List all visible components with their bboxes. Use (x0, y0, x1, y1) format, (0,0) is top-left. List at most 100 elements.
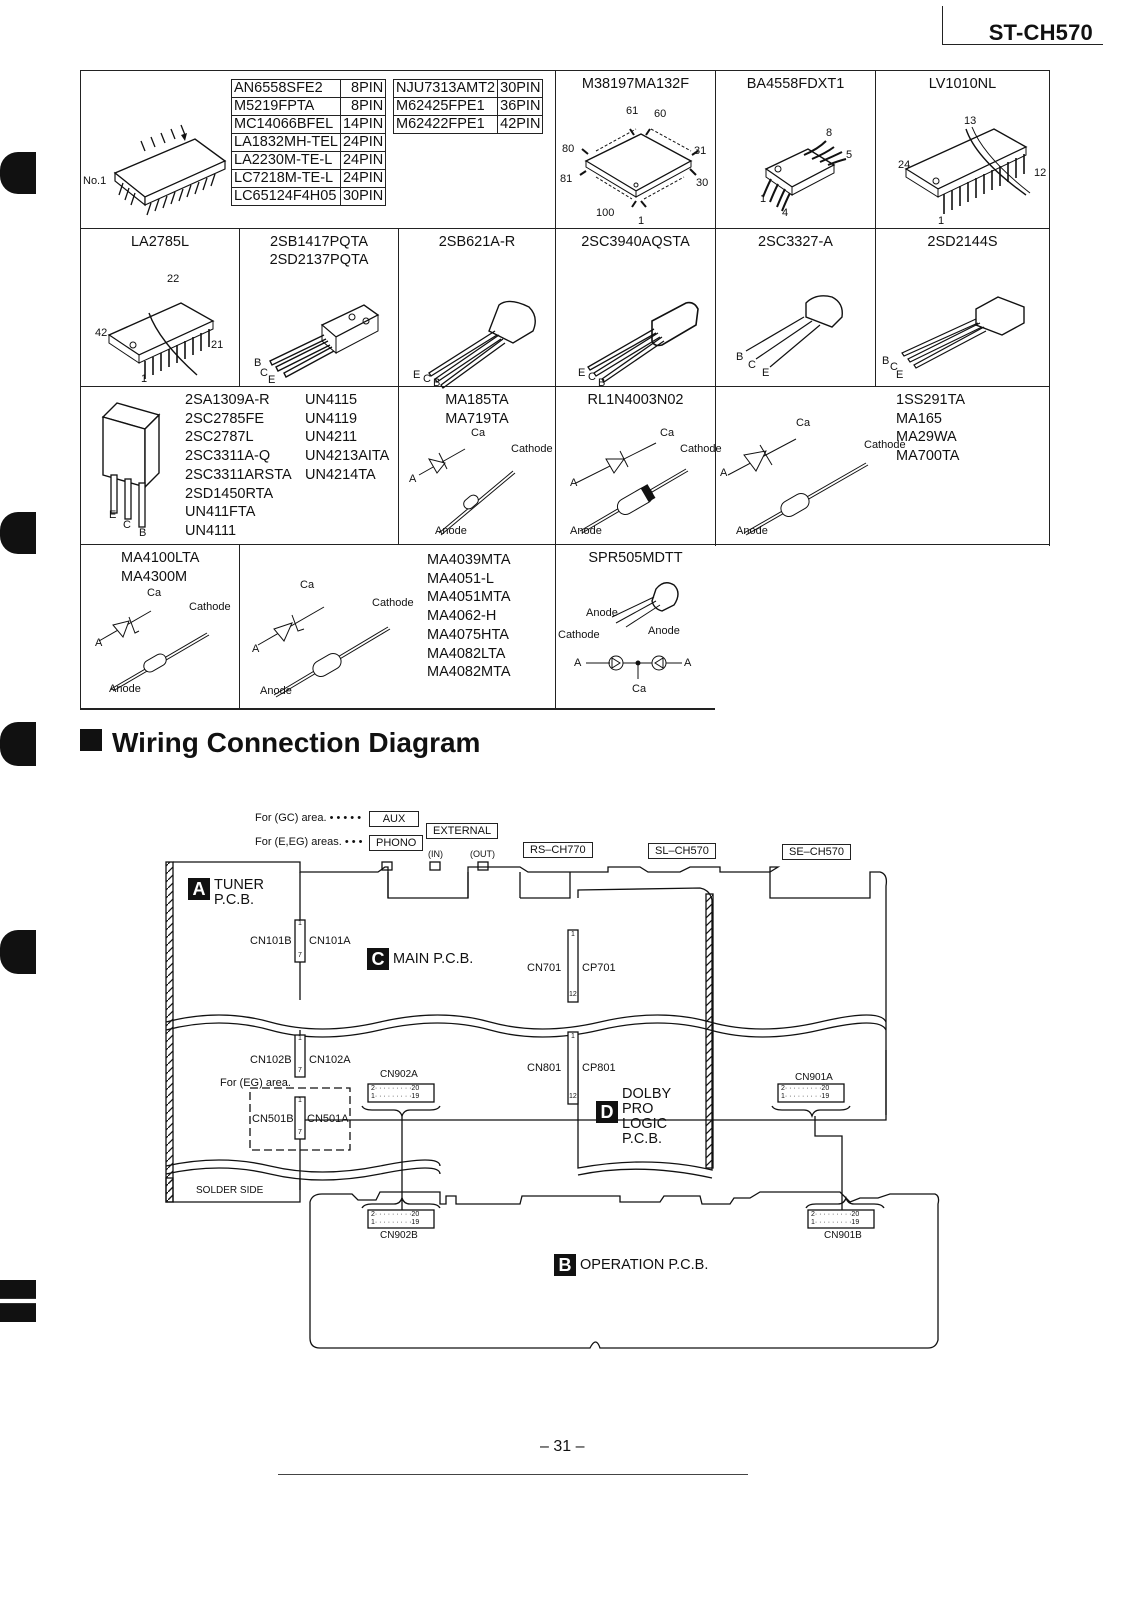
ic-part-number: LA1832MH-TEL (231, 133, 341, 152)
pin-number: 1 (298, 1097, 302, 1104)
ic-part-number: NJU7313AMT2 (392, 79, 499, 98)
sip-transistor-drawing (101, 402, 161, 528)
binder-hole (0, 152, 36, 194)
binder-hole (0, 722, 36, 766)
board-name-line: TUNER (214, 877, 264, 893)
part-title: MA4100LTA MA4300M (121, 549, 199, 586)
lead-label: E (896, 369, 904, 381)
diode-drawing (727, 438, 869, 536)
led-drawing (586, 582, 682, 679)
cn901a-label: CN901A (795, 1072, 833, 1083)
lead-label: E (762, 367, 770, 379)
part-number: 2SC2787L (185, 429, 254, 446)
cn102b-label: CN102B (250, 1054, 292, 1066)
external-label: EXTERNAL (426, 823, 499, 839)
ic-part-number: MC14066BFEL (231, 115, 341, 134)
footer-rule (278, 1474, 748, 1475)
zener-cell-ma4100: MA4100LTA MA4300M Ca Cathode A Anode (81, 545, 240, 709)
pin-number: 7 (298, 1129, 302, 1136)
cathode-label: Cathode (372, 597, 414, 609)
a-label: A (409, 473, 417, 485)
a-label: A (720, 467, 728, 479)
ic-cell-m38197: M38197MA132F 61 60 80 31 81 30 100 1 (556, 71, 716, 229)
pin-row: 1· · · · · · · · ·19 (371, 1219, 420, 1226)
pin-label: 81 (560, 173, 573, 185)
cathode-label: Cathode (189, 601, 231, 613)
pin-label: 1 (141, 373, 148, 385)
aux-label: AUX (369, 811, 419, 827)
part-number: UN4211 (305, 429, 358, 446)
lead-label: B (433, 377, 441, 389)
anode-label: Anode (109, 683, 141, 695)
ic-pin-count: 8PIN (339, 79, 387, 98)
page-number: – 31 – (540, 1438, 585, 1455)
part-title: 2SC3940AQSTA (581, 234, 690, 250)
board-name: OPERATION P.C.B. (580, 1257, 709, 1273)
to220-transistor-drawing (269, 304, 380, 378)
pin-label: 22 (167, 273, 180, 285)
pin-number: 1 (298, 920, 302, 927)
part-number: 2SA1309A-R (185, 392, 270, 408)
pin-label: 30 (696, 177, 709, 189)
part-title: BA4558FDXT1 (746, 76, 845, 92)
ic-part-number: M62425FPE1 (392, 97, 499, 116)
ca-label: Ca (660, 427, 675, 439)
out-label: (OUT) (470, 849, 495, 859)
ic-cell-lv1010: LV1010NL 13 24 12 1 (876, 71, 1049, 229)
pin-row: 1· · · · · · · · ·19 (371, 1093, 420, 1100)
part-title-2: 2SD2137PQTA (269, 252, 369, 268)
lead-label: B (598, 377, 606, 389)
lead-label: E (413, 369, 421, 381)
lead-label: C (123, 519, 131, 531)
part-number: UN4213AITA (305, 448, 390, 465)
pin-label: 8 (826, 127, 833, 139)
pin-label: 4 (782, 207, 789, 219)
part-number: UN4119 (305, 410, 358, 427)
pin-label: 42 (95, 327, 108, 339)
board-name-line: LOGIC (622, 1116, 668, 1132)
part-title-line: MA719TA (445, 410, 509, 427)
anode-label: Anode (736, 525, 768, 537)
board-name-line: P.C.B. (214, 892, 255, 908)
cn501a-label: CN501A (307, 1113, 349, 1125)
pin-row: 2· · · · · · · · ·20 (811, 1211, 860, 1218)
board-letter-b: B (554, 1254, 576, 1276)
cathode-label: Cathode (864, 439, 906, 451)
solder-side-label: SOLDER SIDE (196, 1185, 264, 1196)
diode-cell-ma185: MA185TA MA719TA Ca Cathode A Anode (399, 387, 556, 545)
pin-number: 1 (571, 931, 575, 938)
a-label: A (95, 637, 103, 649)
cn902b-label: CN902B (380, 1230, 418, 1241)
transistor-drawing (587, 301, 699, 383)
lead-label: E (109, 509, 117, 521)
cathode-label: Cathode (511, 443, 553, 455)
lead-label: E (578, 367, 586, 379)
part-number: MA4051-L (427, 570, 494, 587)
lead-label: B (254, 357, 262, 369)
pin-row: 2· · · · · · · · ·20 (781, 1085, 830, 1092)
pin-label: 13 (964, 115, 977, 127)
anode-label: Anode (648, 625, 680, 637)
pin-number: 1 (571, 1033, 575, 1040)
part-number: MA165 (896, 410, 942, 427)
pin-label: 1 (760, 193, 767, 205)
transistor-drawing (901, 296, 1025, 369)
part-number: UN411FTA (185, 504, 256, 521)
part-title: SPR505MDTT (588, 550, 683, 566)
ca-label: Ca (471, 427, 486, 439)
board-name-line: DOLBY (622, 1086, 672, 1102)
pin-label: 31 (694, 145, 707, 157)
pin-label: 61 (626, 105, 639, 117)
part-title-line: MA4300M (121, 568, 188, 585)
ic-pin-count: 30PIN (339, 187, 387, 206)
